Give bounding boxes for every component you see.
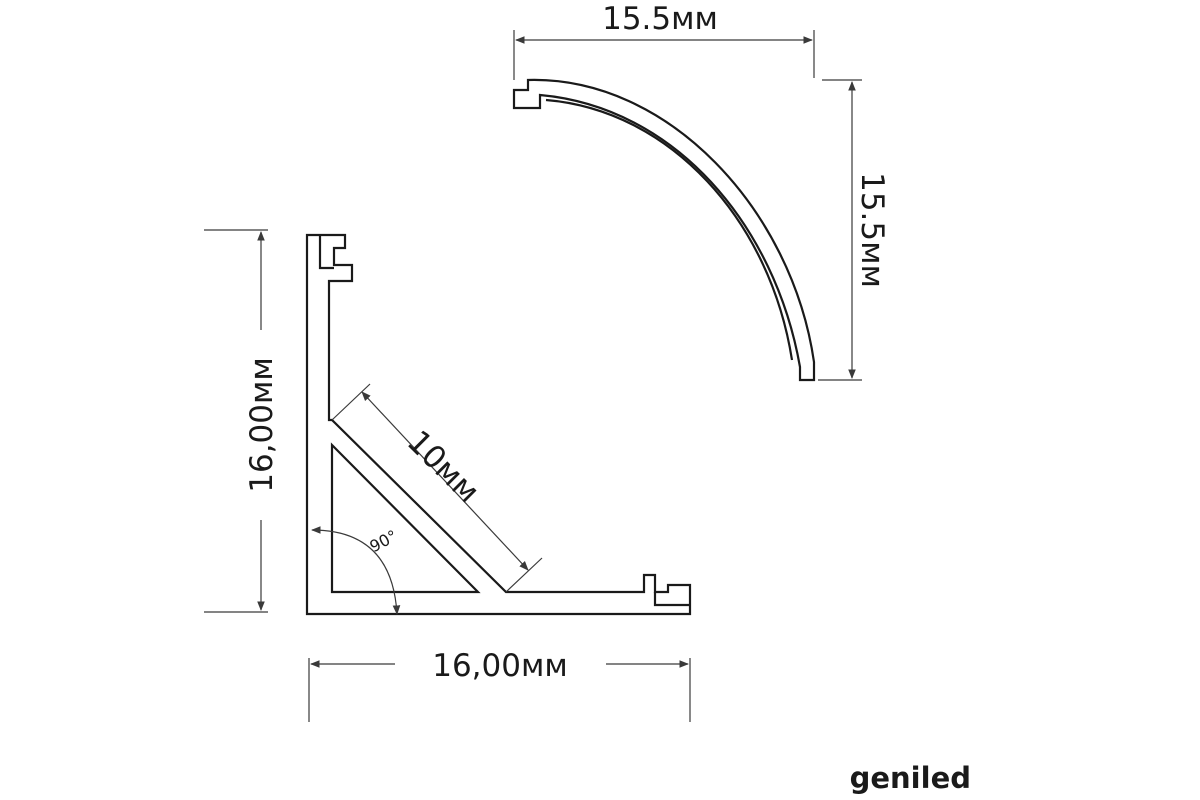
diagonal-ext-bottom: [505, 557, 543, 593]
diffuser-inner-curve: [545, 98, 794, 361]
diagonal-dimension-line: [361, 391, 529, 571]
corner-profile-drawing: 16,00мм 16,00мм 10мм 90°: [204, 229, 692, 722]
profile-outer-notch: [318, 235, 334, 270]
profile-height-label: 16,00мм: [244, 357, 280, 493]
profile-width-label: 16,00мм: [432, 648, 568, 684]
profile-outer-outline: [305, 233, 692, 616]
diffuser-height-label: 15.5мм: [854, 172, 890, 288]
geniled-logo: geniled: [850, 761, 971, 795]
diffuser-outline: [512, 78, 816, 382]
diffuser-width-label: 15.5мм: [602, 1, 718, 37]
diagonal-ext-top: [331, 383, 371, 421]
diagonal-label: 10мм: [400, 424, 486, 510]
angle-arc: [311, 526, 401, 615]
diffuser-drawing: 15.5мм 15.5мм: [512, 1, 890, 382]
angle-label: 90°: [366, 526, 400, 556]
profile-side-notch: [653, 592, 690, 607]
